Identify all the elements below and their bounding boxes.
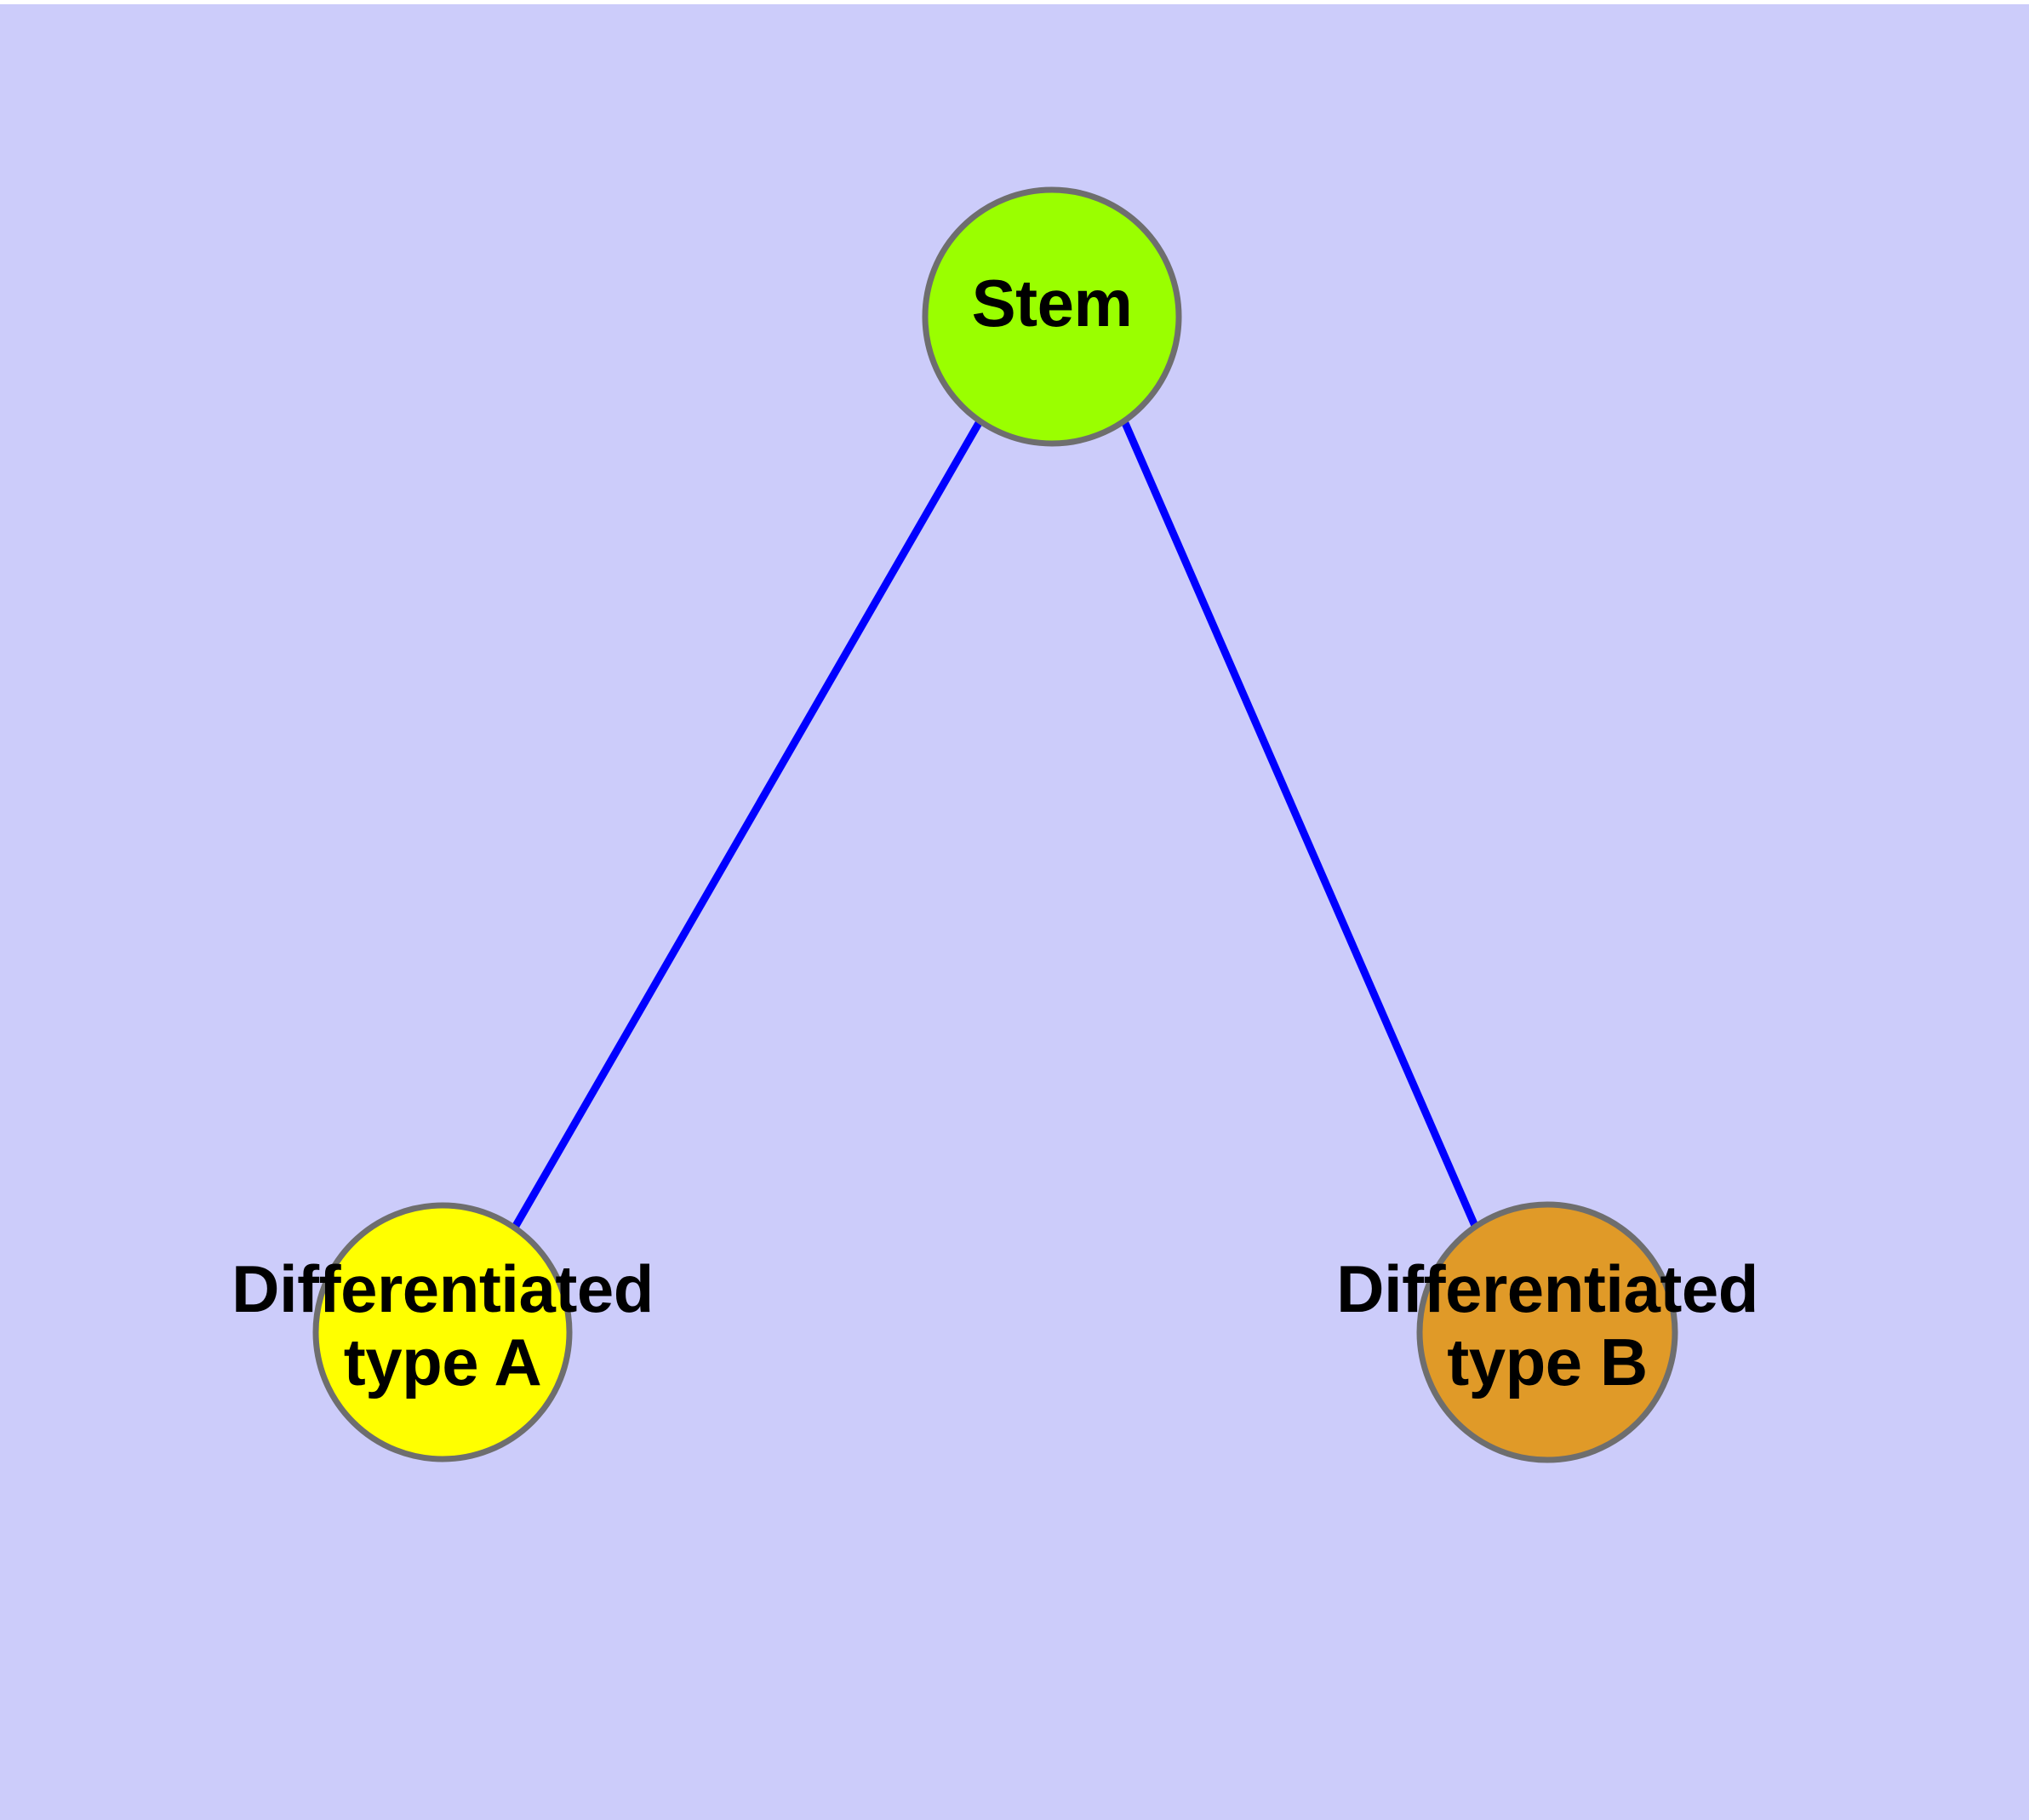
edge-stem-to-diff-a[interactable] — [512, 421, 982, 1228]
node-circle-diff-b[interactable] — [1416, 1201, 1678, 1463]
node-circle-diff-a[interactable] — [312, 1202, 573, 1462]
graph-svg — [312, 186, 1678, 1463]
node-circle-stem[interactable] — [922, 186, 1182, 447]
node-layer — [312, 186, 1678, 1463]
edge-layer — [512, 421, 1479, 1228]
diagram-plot-area: Stem Differentiated type A Differentiate… — [0, 4, 2029, 1820]
edge-stem-to-diff-b[interactable] — [1121, 421, 1479, 1228]
